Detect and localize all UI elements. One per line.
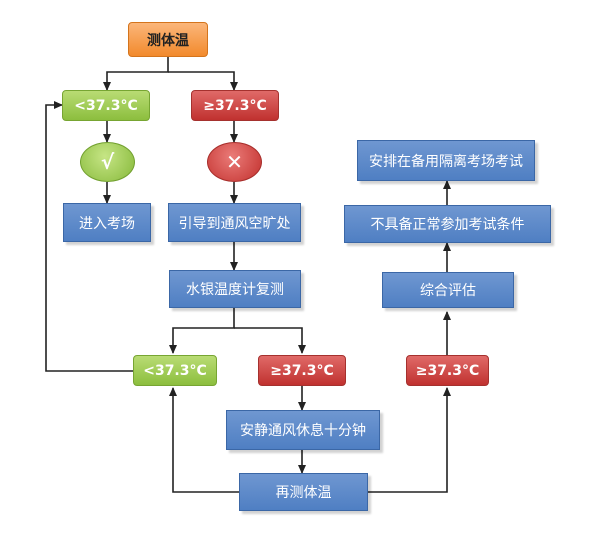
above-threshold-node-2: ≥37.3°C	[258, 355, 346, 386]
above-threshold-node-3: ≥37.3°C	[406, 355, 489, 386]
connector-start-to-high1	[168, 71, 238, 91]
above-threshold-node-1: ≥37.3°C	[191, 90, 279, 121]
connector-start-split	[103, 57, 169, 91]
connector-mercury-split	[169, 308, 235, 354]
cross-mark-icon: ✕	[207, 142, 262, 182]
enter-exam-node: 进入考场	[63, 203, 151, 242]
isolation-exam-room-node: 安排在备用隔离考场考试	[357, 140, 535, 181]
retest-temperature-node: 再测体温	[239, 473, 368, 511]
connector-retest-to-high3	[368, 387, 451, 493]
start-node: 测体温	[128, 22, 208, 57]
mercury-retest-node: 水银温度计复测	[169, 270, 301, 308]
rest-ten-minutes-node: 安静通风休息十分钟	[226, 410, 380, 450]
check-mark-icon: √	[80, 142, 135, 182]
connector-retest-to-low2	[169, 387, 239, 493]
below-threshold-node-2: <37.3°C	[133, 355, 217, 386]
guide-open-area-node: 引导到通风空旷处	[168, 203, 301, 242]
not-eligible-node: 不具备正常参加考试条件	[344, 205, 551, 243]
connector-mercury-to-high2	[234, 327, 306, 354]
comprehensive-assessment-node: 综合评估	[382, 272, 514, 308]
below-threshold-node-1: <37.3°C	[62, 90, 150, 121]
connector-low2-loop-back	[45, 101, 133, 372]
